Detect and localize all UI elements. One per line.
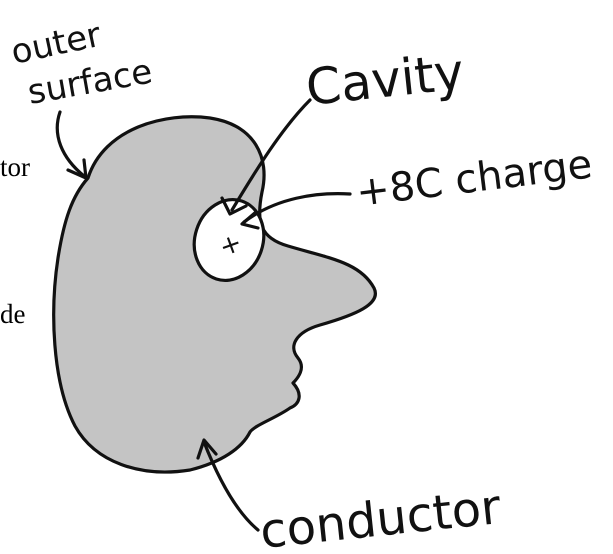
cavity-label: Cavity (303, 43, 466, 117)
charge-label: +8C charge (354, 141, 595, 216)
conductor-label: conductor (257, 479, 503, 554)
outer-surface-arrow (57, 112, 86, 178)
conductor-body (54, 117, 376, 472)
background-text-fragment-2: de (0, 299, 26, 329)
background-text-fragment-1: tor (0, 152, 30, 182)
